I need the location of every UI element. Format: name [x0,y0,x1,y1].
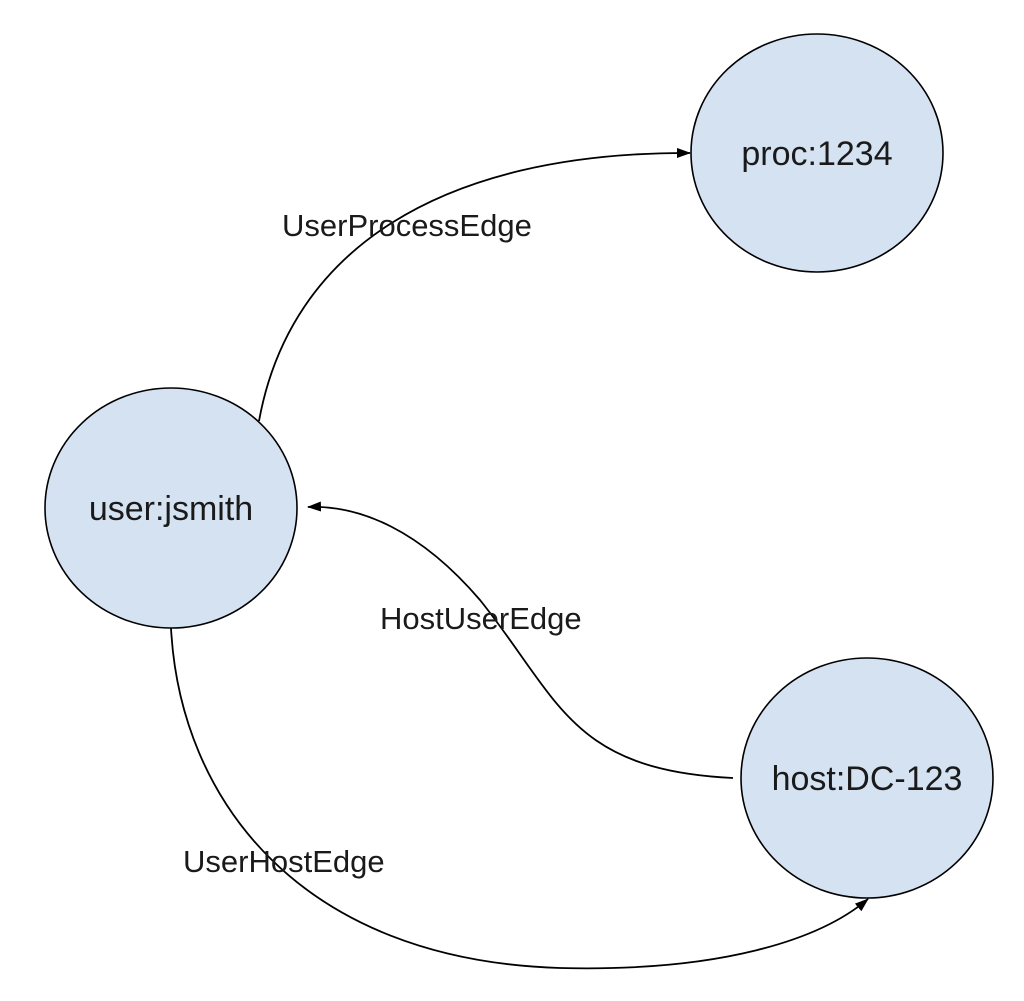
edge-user-host [170,627,869,970]
node-proc-label: proc:1234 [741,135,892,173]
node-proc-circle [690,33,944,273]
edge-user-process [258,147,691,422]
node-host-label: host:DC-123 [772,760,963,798]
edge-host-user [307,501,734,779]
node-user-label: user:jsmith [89,490,253,528]
edge-label-user-host: UserHostEdge [183,844,385,879]
node-host-circle [740,657,994,899]
node-user-circle [44,387,298,629]
edge-label-user-process: UserProcessEdge [282,208,532,243]
edge-label-host-user: HostUserEdge [380,601,582,636]
